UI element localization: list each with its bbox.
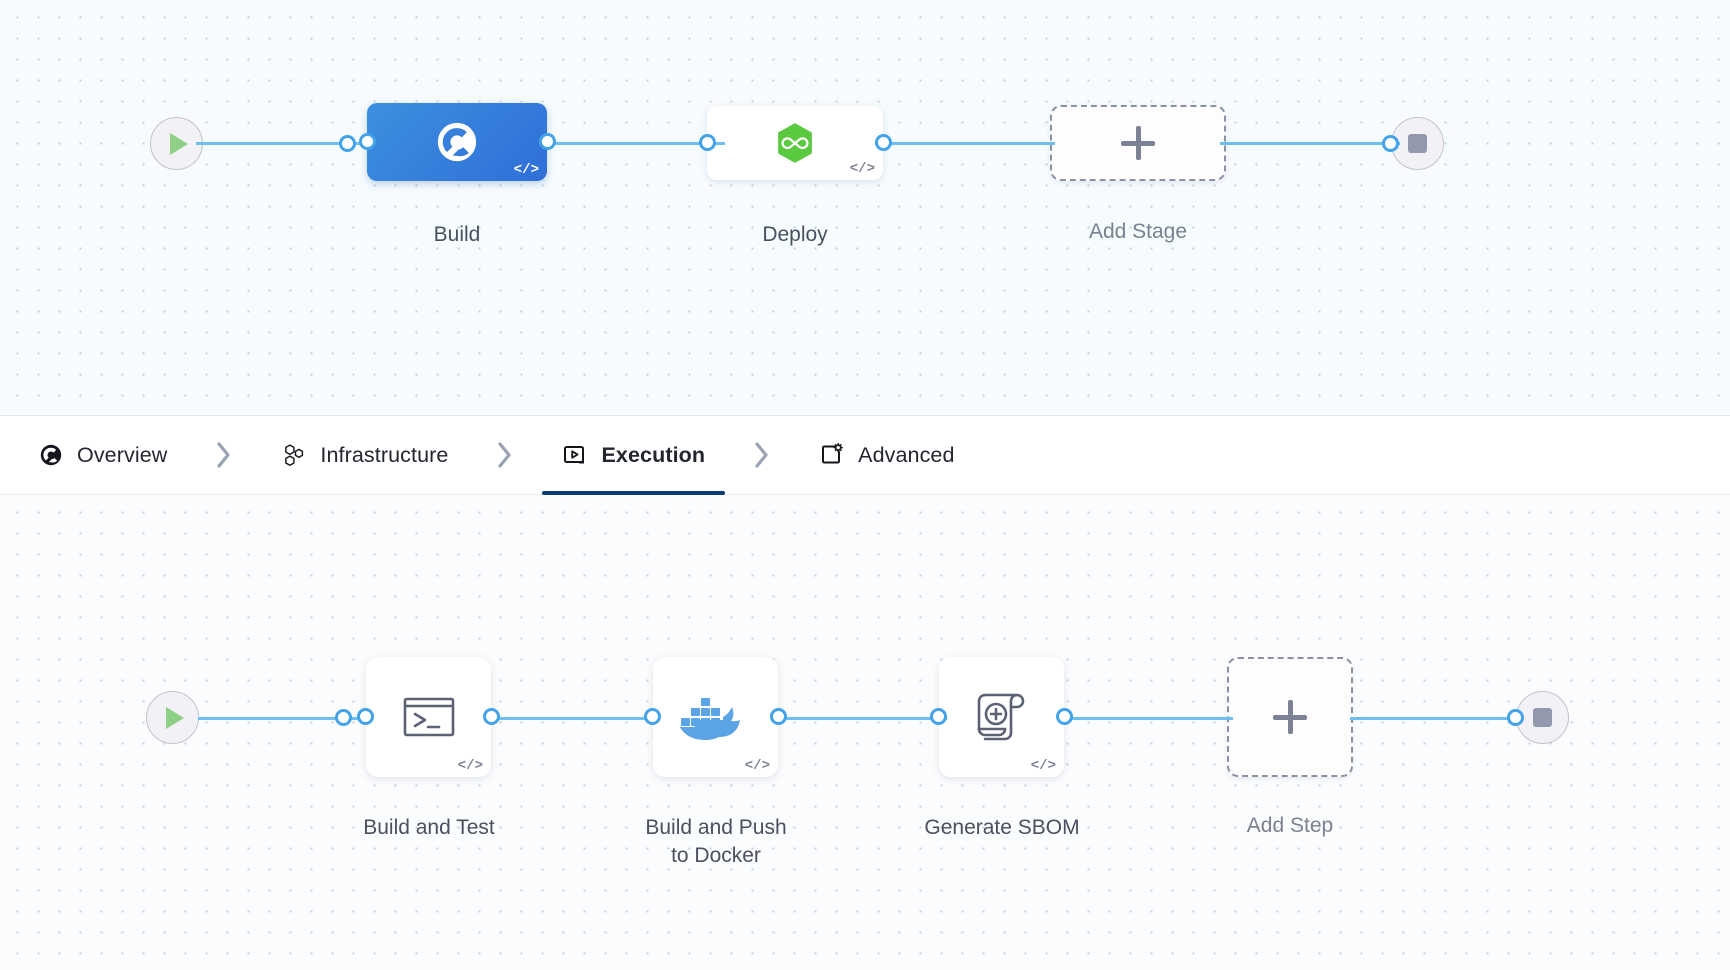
square-gear-icon	[819, 442, 845, 468]
deploy-output-port[interactable]	[875, 134, 892, 151]
step-code-badge-build-and-test[interactable]: </>	[457, 758, 483, 774]
execution-start-node[interactable]	[146, 691, 352, 744]
stage-label-build: Build	[433, 223, 481, 246]
tab-label-advanced: Advanced	[858, 442, 955, 467]
stage-label-deploy: Deploy	[762, 223, 828, 246]
stop-icon	[1533, 708, 1552, 727]
tab-label-infrastructure: Infrastructure	[320, 442, 449, 467]
execution-end-node[interactable]	[1507, 691, 1569, 744]
sbom-output-port[interactable]	[1056, 708, 1073, 725]
plus-icon	[1273, 700, 1307, 734]
hexagon-cluster-icon	[281, 442, 307, 468]
stage-code-badge-build[interactable]: </>	[513, 162, 539, 178]
execution-start-output-port[interactable]	[335, 709, 352, 726]
edge-build-to-deploy	[540, 142, 725, 146]
chevron-right-icon	[494, 440, 516, 470]
step-node-generate-sbom[interactable]: </> Generate SBOM	[924, 657, 1080, 839]
step-box-build-and-push-docker[interactable]: </>	[653, 657, 778, 777]
step-label-build-and-test: Build and Test	[363, 816, 495, 839]
execution-end-input-port[interactable]	[1507, 709, 1524, 726]
stage-node-build[interactable]: </> Build	[359, 103, 556, 246]
tab-label-execution: Execution	[601, 442, 706, 467]
step-node-build-and-test[interactable]: </> Build and Test	[357, 657, 500, 839]
buildtest-output-port[interactable]	[483, 708, 500, 725]
harness-ci-icon	[437, 122, 477, 162]
play-box-icon	[562, 442, 588, 468]
docker-whale-icon	[679, 698, 740, 740]
docker-input-port[interactable]	[644, 708, 661, 725]
edge-deploy-to-addstage	[875, 142, 1055, 146]
edge-docker-to-sbom	[772, 717, 947, 721]
edge-estart-to-buildtest	[198, 717, 372, 721]
start-circle	[150, 117, 203, 170]
step-box-build-and-test[interactable]: </>	[366, 657, 491, 777]
step-box-generate-sbom[interactable]: </>	[939, 657, 1064, 777]
tab-execution[interactable]: Execution	[542, 416, 725, 495]
add-stage-node[interactable]: Add Stage	[1050, 105, 1226, 243]
step-node-build-and-push-docker[interactable]: </> Build and Push to Docker	[644, 657, 787, 867]
add-step-box[interactable]	[1227, 657, 1353, 777]
stage-graph-canvas[interactable]: </> Build </> Deploy Add Stage	[0, 0, 1730, 416]
buildtest-input-port[interactable]	[357, 708, 374, 725]
play-icon	[166, 706, 184, 729]
stage-start-node[interactable]	[150, 117, 356, 170]
build-input-port[interactable]	[359, 133, 376, 150]
docker-output-port[interactable]	[770, 708, 787, 725]
step-code-badge-build-and-push-docker[interactable]: </>	[744, 758, 770, 774]
edge-start-to-build	[196, 142, 374, 146]
stage-node-deploy[interactable]: </> Deploy	[699, 106, 892, 246]
add-stage-label: Add Stage	[1088, 220, 1188, 243]
edge-sbom-to-addstep	[1058, 717, 1233, 721]
edge-addstep-to-eend	[1350, 717, 1520, 721]
terminal-icon	[403, 697, 454, 737]
tab-advanced[interactable]: Advanced	[815, 416, 958, 495]
tab-label-overview: Overview	[77, 442, 168, 467]
stage-config-tabs: Overview Infrastructure	[0, 416, 1730, 495]
deploy-input-port[interactable]	[699, 134, 716, 151]
stage-end-node[interactable]	[1382, 117, 1444, 170]
tab-infrastructure[interactable]: Infrastructure	[277, 416, 452, 495]
stop-icon	[1408, 134, 1427, 153]
build-output-port[interactable]	[539, 133, 556, 150]
plus-icon	[1121, 126, 1155, 160]
chevron-right-icon	[213, 440, 235, 470]
edge-buildtest-to-docker	[485, 717, 660, 721]
add-step-label: Add Step	[1246, 814, 1334, 837]
stage-box-build[interactable]: </>	[367, 103, 547, 181]
sbom-input-port[interactable]	[930, 708, 947, 725]
execution-graph-canvas[interactable]: </> Build and Test	[0, 495, 1730, 970]
step-code-badge-generate-sbom[interactable]: </>	[1030, 758, 1056, 774]
tab-overview[interactable]: Overview	[34, 416, 171, 495]
stage-box-deploy[interactable]: </>	[707, 106, 883, 180]
edge-addstage-to-end	[1220, 142, 1400, 146]
step-label-generate-sbom: Generate SBOM	[924, 816, 1080, 839]
end-input-port[interactable]	[1382, 135, 1399, 152]
sbom-scroll-icon	[977, 693, 1024, 741]
stage-code-badge-deploy[interactable]: </>	[849, 161, 875, 177]
add-stage-box[interactable]	[1050, 105, 1226, 181]
chevron-right-icon	[751, 440, 773, 470]
harness-cd-infinity-icon	[778, 123, 812, 163]
add-step-node[interactable]: Add Step	[1227, 657, 1353, 837]
start-circle	[146, 691, 199, 744]
step-label-build-and-push-docker: Build and Push to Docker	[645, 816, 787, 867]
start-output-port[interactable]	[339, 135, 356, 152]
play-icon	[170, 132, 188, 155]
harness-circle-icon	[38, 442, 64, 468]
